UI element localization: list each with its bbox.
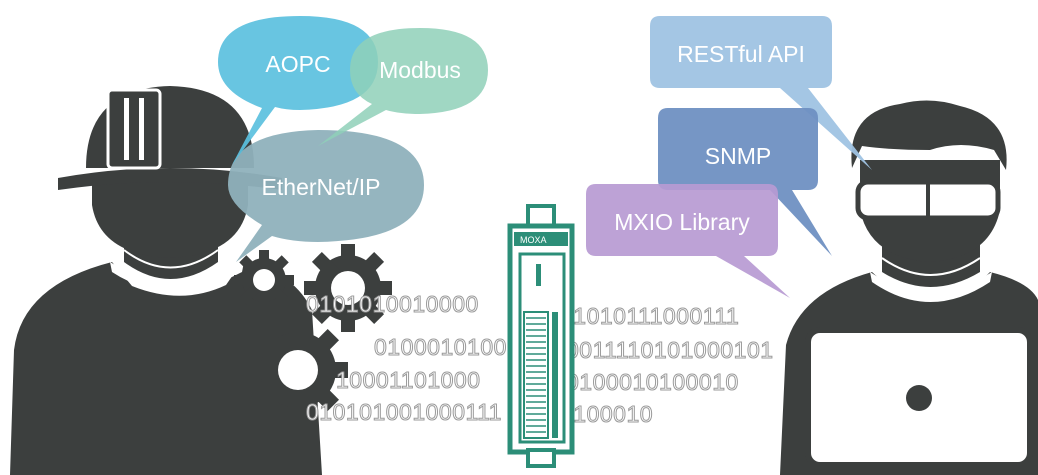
mxio-library-bubble: MXIO Library	[586, 184, 790, 298]
binary-row-4-right: 0100010	[560, 401, 653, 427]
aopc-bubble: AOPC	[218, 16, 378, 165]
ethernet-ip-bubble: EtherNet/IP	[228, 130, 424, 262]
binary-row-1-left: 0101010010000	[306, 291, 479, 317]
snmp-bubble: SNMP	[658, 108, 832, 256]
modbus-bubble: Modbus	[318, 28, 488, 146]
binary-stream: 0101010010000 01010111000111 0100010100 …	[306, 291, 774, 428]
gear-icon	[234, 250, 294, 310]
binary-row-3-right: 0100010100010	[566, 369, 739, 395]
snmp-label: SNMP	[705, 143, 771, 169]
binary-row-2-right: 0011110101000101	[566, 337, 774, 363]
binary-row-3-left: 10001101000	[336, 367, 481, 393]
modbus-label: Modbus	[379, 57, 461, 83]
restful-api-label: RESTful API	[677, 41, 805, 67]
aopc-label: AOPC	[265, 51, 330, 77]
mxio-library-label: MXIO Library	[614, 209, 750, 235]
binary-row-2-left: 0100010100	[374, 334, 507, 360]
ethernet-ip-label: EtherNet/IP	[262, 174, 381, 200]
gear-icon	[248, 320, 348, 420]
gear-icon	[304, 244, 392, 332]
developer-figure	[780, 100, 1038, 475]
device-brand-label: MOXA	[520, 235, 547, 245]
engineer-figure	[10, 86, 322, 475]
binary-row-4-left: 010101001000111	[306, 399, 502, 425]
restful-api-bubble: RESTful API	[650, 16, 872, 170]
io-device: MOXA	[507, 204, 575, 468]
binary-row-1-right: 01010111000111	[560, 303, 739, 329]
